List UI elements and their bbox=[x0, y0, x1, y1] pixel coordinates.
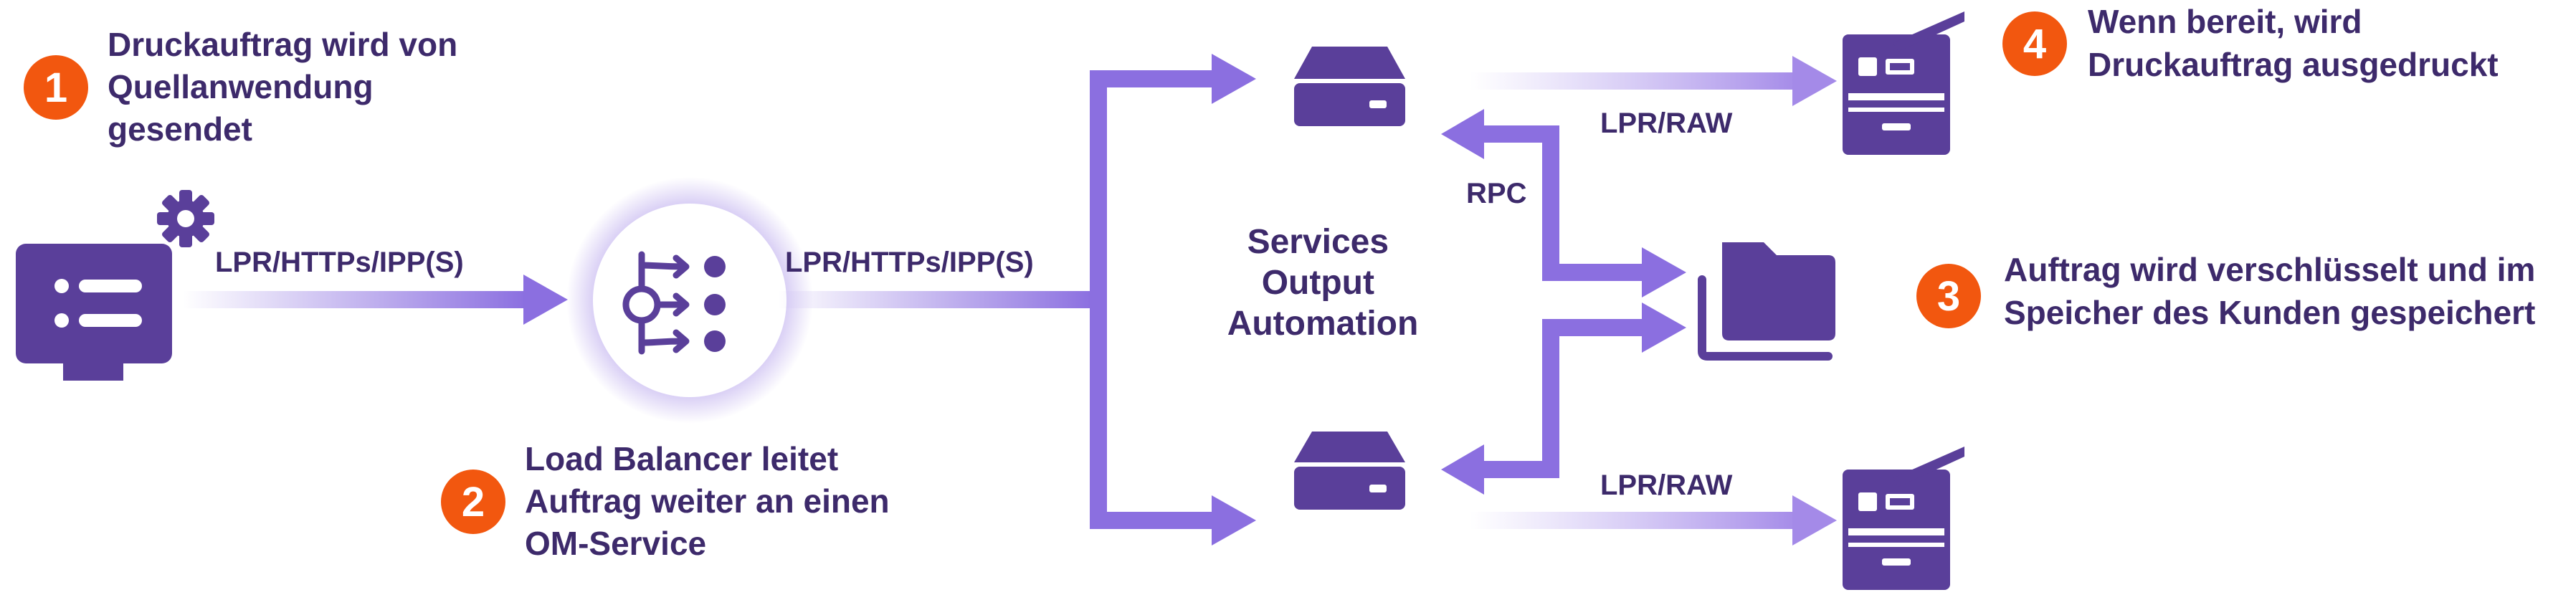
rpc-arrows-top bbox=[1441, 109, 1686, 297]
step-4-text: Wenn bereit, wird Druckauftrag ausgedruc… bbox=[2088, 3, 2499, 83]
gear-icon bbox=[157, 190, 214, 247]
step-1-number: 1 bbox=[44, 65, 67, 111]
step-2-number: 2 bbox=[462, 479, 485, 525]
rpc-label: RPC bbox=[1466, 178, 1526, 209]
lb-node-mid bbox=[704, 294, 726, 315]
source-application bbox=[16, 190, 214, 381]
step-2: 2 Load Balancer leitet Auftrag weiter an… bbox=[441, 440, 898, 562]
step-4-badge bbox=[2002, 11, 2067, 76]
load-balancer bbox=[566, 177, 813, 424]
step-3-number: 3 bbox=[1937, 273, 1960, 320]
monitor-with-gear-icon bbox=[16, 190, 214, 381]
server-icon bbox=[1294, 47, 1405, 126]
printer-icon bbox=[1843, 11, 1964, 155]
lb-node-top bbox=[704, 256, 726, 277]
folder-storage-icon bbox=[1698, 242, 1835, 361]
arrow-server-bottom-to-printer bbox=[1470, 495, 1837, 546]
rpc-arrows-bottom bbox=[1441, 302, 1686, 495]
step-3-text: Auftrag wird verschlüsselt und im Speich… bbox=[2004, 251, 2544, 331]
step-2-badge bbox=[441, 470, 505, 534]
printer-protocol-bottom-label: LPR/RAW bbox=[1600, 470, 1733, 501]
printer-icon bbox=[1843, 447, 1964, 590]
step-3: 3 Auftrag wird verschlüsselt und im Spei… bbox=[1916, 251, 2544, 331]
step-4-number: 4 bbox=[2023, 21, 2046, 67]
arrow-source-to-lb bbox=[183, 275, 568, 325]
arrow-server-top-to-printer bbox=[1470, 56, 1837, 106]
printer-protocol-top-label: LPR/RAW bbox=[1600, 108, 1733, 139]
step-4: 4 Wenn bereit, wird Druckauftrag ausgedr… bbox=[2002, 3, 2499, 83]
lb-node-bottom bbox=[704, 330, 726, 352]
step-1: 1 Druckauftrag wird von Quellanwendung g… bbox=[24, 26, 467, 148]
arrow-lb-to-services bbox=[778, 54, 1256, 546]
step-1-text: Druckauftrag wird von Quellanwendung ges… bbox=[108, 26, 467, 148]
customer-storage bbox=[1698, 242, 1835, 361]
load-balancer-icon bbox=[622, 251, 690, 355]
source-protocol-label: LPR/HTTPs/IPP(S) bbox=[215, 247, 464, 278]
step-2-text: Load Balancer leitet Auftrag weiter an e… bbox=[525, 440, 898, 562]
step-3-badge bbox=[1916, 264, 1981, 328]
server-top bbox=[1294, 47, 1405, 126]
services-output-automation-label: Services Output Automation bbox=[1227, 223, 1419, 343]
server-bottom bbox=[1294, 432, 1405, 510]
step-1-badge bbox=[24, 55, 88, 120]
printer-top bbox=[1843, 11, 1964, 155]
printer-bottom bbox=[1843, 447, 1964, 590]
lb-protocol-label: LPR/HTTPs/IPP(S) bbox=[785, 247, 1034, 278]
server-icon bbox=[1294, 432, 1405, 510]
